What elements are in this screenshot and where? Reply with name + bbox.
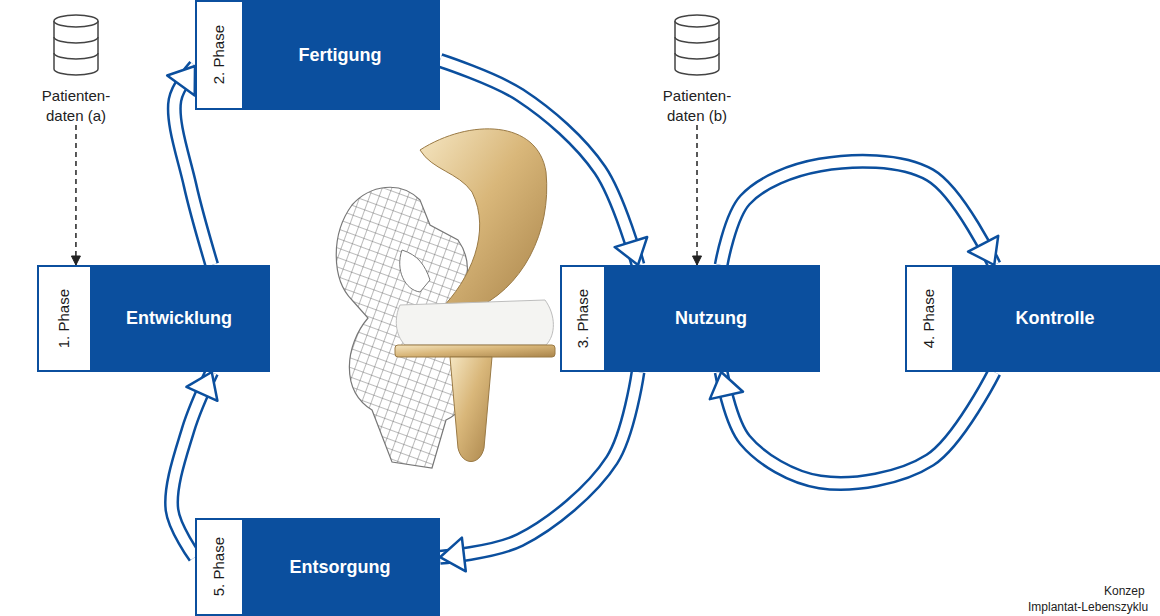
phase-tab: 1. Phase (39, 267, 90, 370)
arrow-head (440, 538, 466, 572)
phase-number: 2. Phase (211, 25, 228, 84)
phase-tab: 3. Phase (562, 267, 604, 370)
arrow-body (721, 161, 994, 265)
phase-title: Kontrolle (1016, 308, 1095, 329)
cycle-arrow (710, 372, 994, 483)
phase-box: 1. Phase Entwicklung (37, 265, 270, 372)
database-icon (675, 15, 719, 75)
data-source-text: Patienten- daten (a) (30, 86, 122, 125)
data-source-text: Patienten- daten (b) (651, 86, 743, 125)
data-source-label: Patienten- daten (b) (651, 86, 743, 125)
caption-fragment: Konzep (1104, 584, 1145, 598)
knee-implant (336, 129, 555, 468)
arrow-head (693, 256, 702, 265)
phase-number: 3. Phase (575, 289, 592, 348)
arrow-body (440, 372, 638, 557)
cycle-arrow (721, 161, 998, 265)
data-source-label: Patienten- daten (a) (30, 86, 122, 125)
cycle-arrow (440, 372, 638, 571)
data-input-arrow (71, 125, 80, 265)
dashed-line (696, 125, 698, 265)
phase-title: Entsorgung (290, 557, 391, 578)
phase-number: 4. Phase (921, 289, 938, 348)
arrow-outline (440, 61, 638, 266)
phase-tab: 4. Phase (907, 267, 952, 370)
arrow-head (71, 256, 80, 265)
arrow-head (615, 237, 647, 265)
arrow-outline (440, 372, 638, 557)
arrow-body (721, 372, 994, 483)
phase-title: Entwicklung (126, 308, 232, 329)
cycle-arrow (440, 61, 647, 266)
dashed-line (75, 125, 77, 265)
arrow-head (710, 372, 743, 399)
phase-box: 4. Phase Kontrolle (905, 265, 1160, 372)
phase-title: Fertigung (299, 45, 382, 66)
phase-tab: 5. Phase (197, 520, 242, 614)
arrow-head (968, 236, 998, 265)
arrow-head (186, 372, 217, 401)
phase-number: 1. Phase (56, 289, 73, 348)
phase-title: Nutzung (675, 308, 747, 329)
arrow-outline (721, 161, 994, 265)
phase-tab: 2. Phase (197, 2, 242, 108)
phase-box: 5. Phase Entsorgung (195, 518, 440, 616)
data-input-arrow (693, 125, 702, 265)
arrow-head (167, 66, 195, 95)
phase-box: 2. Phase Fertigung (195, 0, 440, 110)
phase-number: 5. Phase (211, 537, 228, 596)
phase-box: 3. Phase Nutzung (560, 265, 820, 372)
arrow-outline (721, 372, 994, 483)
arrow-body (440, 61, 638, 266)
database-icon (54, 15, 98, 75)
caption-fragment: Implantat-Lebenszyklu (1028, 600, 1148, 614)
